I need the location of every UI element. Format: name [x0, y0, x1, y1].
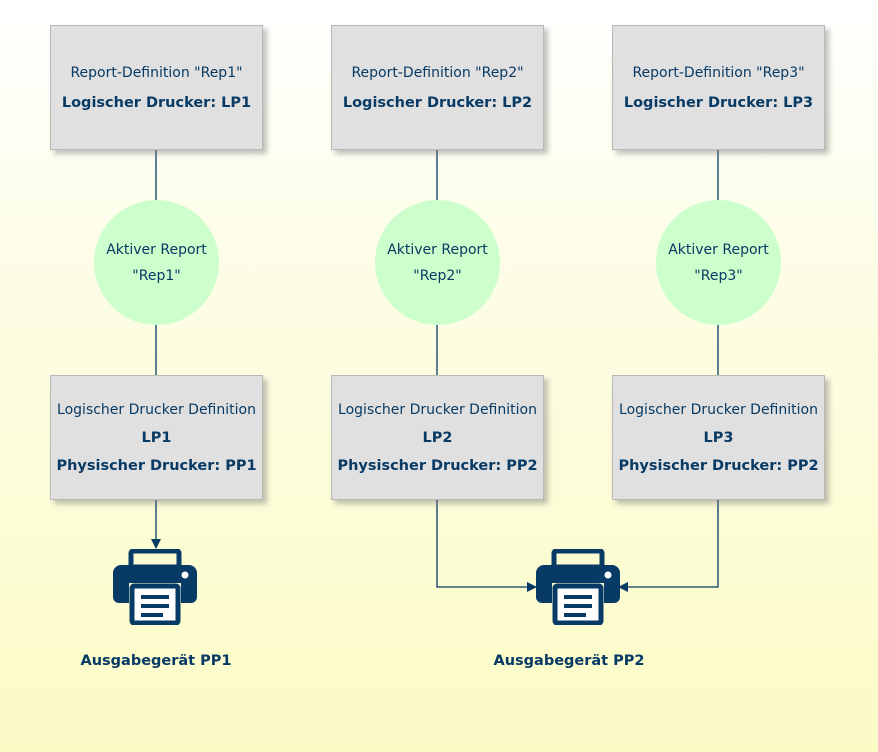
logical-printer-label: Logischer Drucker: LP2 — [342, 94, 533, 111]
logical-printer-label: Logischer Drucker: LP1 — [61, 94, 252, 111]
logical-definition-title: Logischer Drucker Definition — [338, 401, 537, 418]
logical-printer-definition-lp1: Logischer Drucker Definition LP1 Physisc… — [50, 375, 263, 500]
logical-definition-title: Logischer Drucker Definition — [619, 401, 818, 418]
logical-printer-definition-lp2: Logischer Drucker Definition LP2 Physisc… — [331, 375, 544, 500]
physical-printer-label: Physischer Drucker: PP2 — [337, 457, 538, 474]
arrow-lp2-pp2 — [436, 500, 537, 592]
logical-definition-title: Logischer Drucker Definition — [57, 401, 256, 418]
active-report-name: "Rep3" — [694, 267, 743, 284]
active-report-name: "Rep2" — [413, 267, 462, 284]
output-device-label-pp2: Ausgabegerät PP2 — [493, 653, 645, 669]
arrow-lp3-pp2 — [618, 500, 719, 592]
physical-printer-label: Physischer Drucker: PP1 — [56, 457, 257, 474]
active-report-rep2: Aktiver Report "Rep2" — [375, 200, 500, 325]
printer-icon — [536, 549, 620, 625]
physical-printer-label: Physischer Drucker: PP2 — [618, 457, 819, 474]
active-report-title: Aktiver Report — [668, 241, 769, 258]
active-report-title: Aktiver Report — [387, 241, 488, 258]
logical-printer-label: Logischer Drucker: LP3 — [623, 94, 814, 111]
logical-printer-name: LP3 — [703, 429, 734, 446]
report-definition-title: Report-Definition "Rep3" — [632, 64, 805, 81]
report-definition-rep3: Report-Definition "Rep3" Logischer Druck… — [612, 25, 825, 150]
active-report-title: Aktiver Report — [106, 241, 207, 258]
active-report-rep3: Aktiver Report "Rep3" — [656, 200, 781, 325]
printer-icon — [113, 549, 197, 625]
logical-printer-name: LP1 — [141, 429, 172, 446]
active-report-rep1: Aktiver Report "Rep1" — [94, 200, 219, 325]
report-definition-rep1: Report-Definition "Rep1" Logischer Druck… — [50, 25, 263, 150]
active-report-name: "Rep1" — [132, 267, 181, 284]
report-definition-rep2: Report-Definition "Rep2" Logischer Druck… — [331, 25, 544, 150]
report-definition-title: Report-Definition "Rep2" — [351, 64, 524, 81]
logical-printer-name: LP2 — [422, 429, 453, 446]
report-definition-title: Report-Definition "Rep1" — [70, 64, 243, 81]
logical-printer-definition-lp3: Logischer Drucker Definition LP3 Physisc… — [612, 375, 825, 500]
output-device-label-pp1: Ausgabegerät PP1 — [80, 653, 232, 669]
